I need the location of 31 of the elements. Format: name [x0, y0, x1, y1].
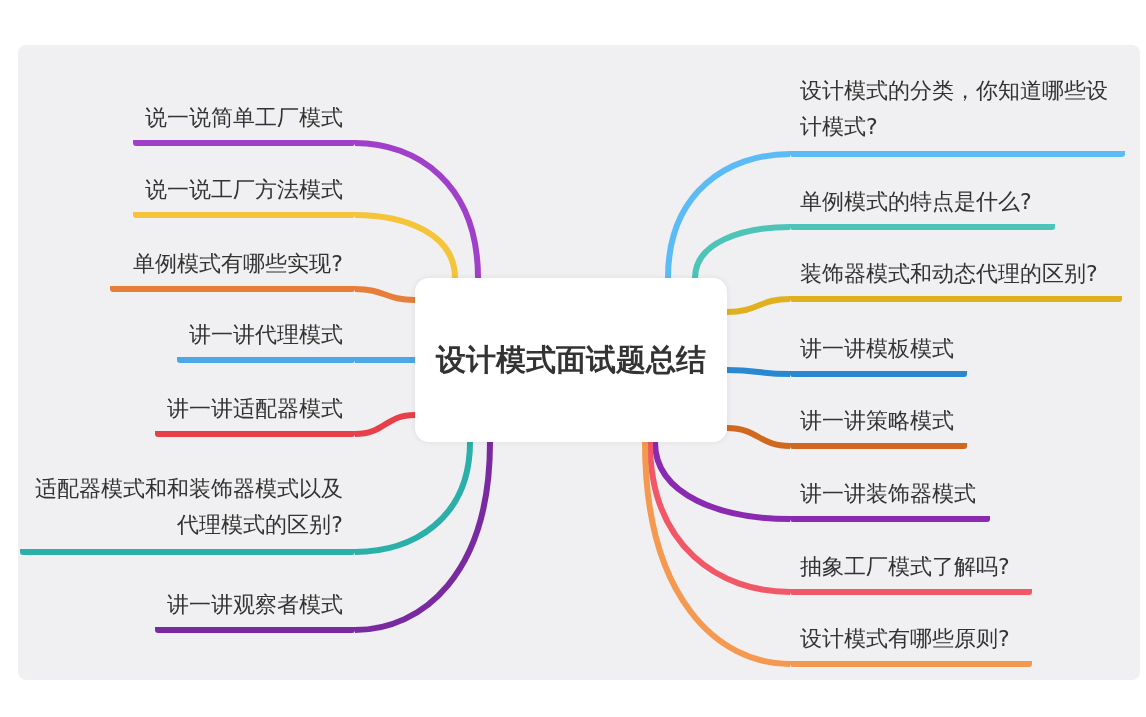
branch-line: [355, 357, 415, 363]
branch-topic: 设计模式的分类，你知道哪些设计模式?: [790, 73, 1125, 157]
branch-line: [642, 441, 791, 667]
branch-topic: 讲一讲代理模式: [177, 317, 355, 363]
branch-line: [354, 412, 416, 437]
branch-topic: 说一说工厂方法模式: [133, 172, 355, 218]
branch-topic: 单例模式的特点是什么?: [790, 184, 1055, 230]
branch-line: [726, 296, 791, 315]
branch-line: [354, 212, 458, 279]
branch-line: [665, 151, 791, 279]
branch-topic: 设计模式有哪些原则?: [790, 621, 1032, 667]
branch-topic: 单例模式有哪些实现?: [110, 246, 355, 292]
branch-line: [726, 367, 791, 377]
branch-line: [652, 441, 791, 522]
branch-topic: 抽象工厂模式了解吗?: [790, 549, 1032, 595]
branch-line: [354, 441, 473, 555]
branch-topic: 装饰器模式和动态代理的区别?: [790, 256, 1122, 302]
branch-line: [354, 441, 493, 633]
central-topic-box: 设计模式面试题总结: [415, 278, 727, 442]
branch-line: [647, 441, 791, 595]
branch-topic: 讲一讲策略模式: [790, 403, 967, 449]
branch-topic: 讲一讲适配器模式: [155, 391, 355, 437]
branch-topic: 讲一讲观察者模式: [155, 587, 355, 633]
branch-line: [726, 425, 791, 449]
branch-topic: 适配器模式和和装饰器模式以及代理模式的区别?: [20, 471, 355, 555]
branch-line: [354, 140, 481, 279]
branch-line: [692, 224, 791, 279]
branch-topic: 说一说简单工厂模式: [133, 100, 355, 146]
branch-line: [354, 286, 416, 303]
branch-topic: 讲一讲模板模式: [790, 331, 967, 377]
branch-topic: 讲一讲装饰器模式: [790, 476, 990, 522]
